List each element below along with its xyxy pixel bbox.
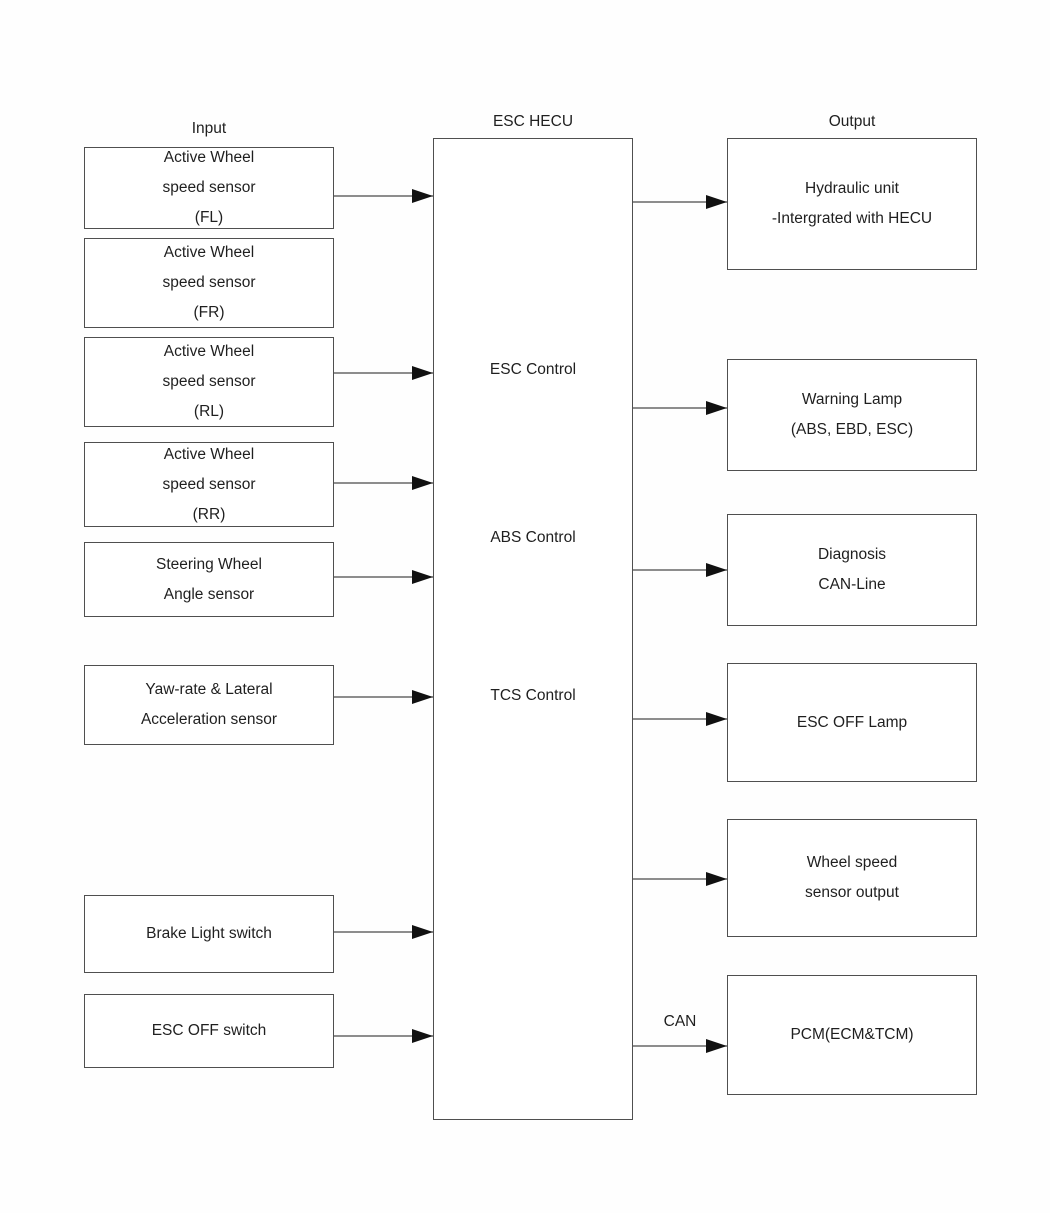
input-box-wss-rr: Active Wheel speed sensor (RR) (84, 442, 334, 527)
box-text-line: (FL) (194, 209, 224, 226)
hecu-column-title: ESC HECU (492, 113, 574, 130)
output-box-wheel-speed-sensor-output: Wheel speed sensor output (727, 819, 977, 937)
output-box-pcm: PCM(ECM&TCM) (727, 975, 977, 1095)
box-text-line: Steering Wheel (156, 555, 262, 573)
output-box-diagnosis-can-line: Diagnosis CAN-Line (727, 514, 977, 626)
box-text-line: Yaw-rate & Lateral (145, 681, 273, 698)
input-box-esc-off-switch: ESC OFF switch (84, 994, 334, 1068)
box-text-line: -Intergrated with HECU (771, 210, 933, 227)
box-text-line: speed sensor (162, 373, 256, 390)
box-text-line: speed sensor (162, 274, 256, 291)
input-box-wss-fl: Active Wheel speed sensor (FL) (84, 147, 334, 229)
hecu-function-tcs-control: TCS Control (490, 687, 576, 704)
box-text-line: PCM(ECM&TCM) (790, 1026, 914, 1043)
input-column-title: Input (191, 120, 227, 137)
box-text-line: Diagnosis (817, 546, 887, 563)
box-text-line: (RR) (192, 505, 226, 523)
box-text-line: Warning Lamp (801, 391, 903, 408)
box-text-line: Active Wheel (163, 343, 255, 360)
box-text-line: Brake Light switch (146, 925, 272, 942)
input-box-wss-fr: Active Wheel speed sensor (FR) (84, 238, 334, 328)
can-connector-label: CAN (663, 1013, 697, 1030)
box-text-line: ESC OFF switch (151, 1022, 267, 1039)
box-text-line: Acceleration sensor (140, 711, 278, 728)
box-text-line: (FR) (193, 304, 225, 321)
input-box-brake-light-switch: Brake Light switch (84, 895, 334, 973)
output-box-esc-off-lamp: ESC OFF Lamp (727, 663, 977, 782)
box-text-line: Active Wheel (163, 149, 255, 166)
hecu-box (433, 138, 633, 1120)
input-box-wss-rl: Active Wheel speed sensor (RL) (84, 337, 334, 427)
output-box-warning-lamp: Warning Lamp (ABS, EBD, ESC) (727, 359, 977, 471)
input-box-yaw-rate-sensor: Yaw-rate & Lateral Acceleration sensor (84, 665, 334, 745)
box-text-line: Angle sensor (163, 585, 255, 603)
box-text-line: Wheel speed (806, 854, 898, 871)
box-text-line: Hydraulic unit (805, 180, 899, 197)
box-text-line: (RL) (193, 403, 225, 420)
input-box-steering-angle-sensor: Steering Wheel Angle sensor (84, 542, 334, 617)
output-column-title: Output (828, 113, 876, 130)
box-text-line: Active Wheel (163, 445, 255, 463)
box-text-line: CAN-Line (818, 576, 886, 593)
box-text-line: ESC OFF Lamp (796, 713, 908, 731)
box-text-line: speed sensor (162, 475, 256, 493)
box-text-line: speed sensor (162, 179, 256, 196)
hecu-function-abs-control: ABS Control (490, 529, 576, 546)
box-text-line: sensor output (805, 884, 899, 901)
hecu-function-esc-control: ESC Control (489, 361, 577, 378)
box-text-line: (ABS, EBD, ESC) (790, 421, 914, 438)
box-text-line: Active Wheel (163, 244, 255, 261)
output-box-hydraulic-unit: Hydraulic unit -Intergrated with HECU (727, 138, 977, 270)
